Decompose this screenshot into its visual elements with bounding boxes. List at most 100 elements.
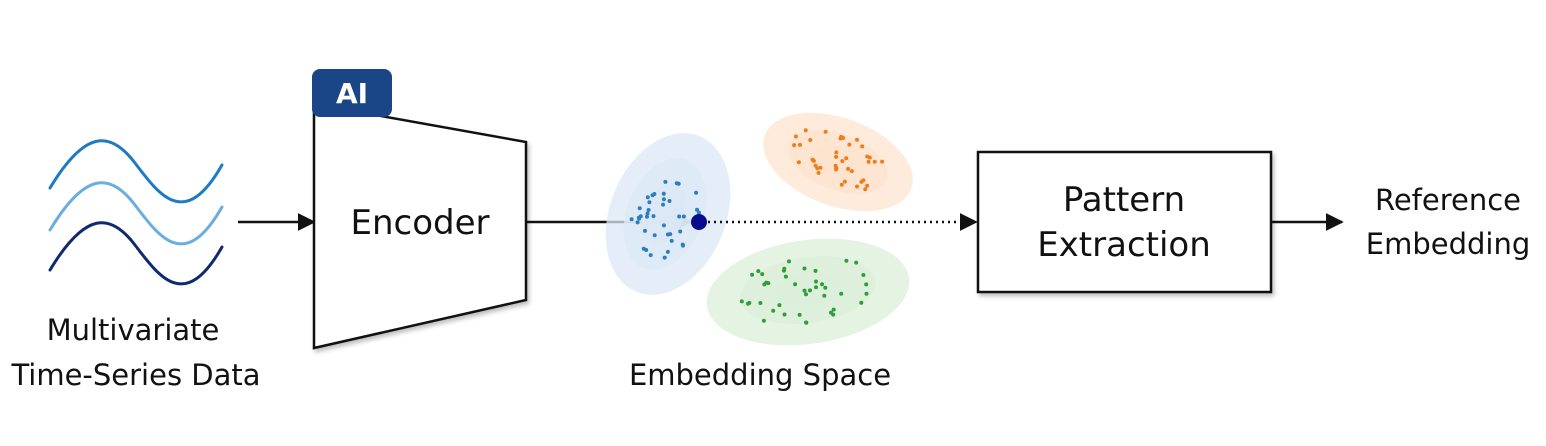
embedding-point-green <box>820 282 824 287</box>
embedding-point-blue <box>665 249 670 254</box>
embedding-point-orange <box>847 142 852 147</box>
embedding-point-orange <box>865 154 870 159</box>
embedding-point-blue <box>661 202 665 207</box>
embedding-point-orange <box>811 158 816 163</box>
embedding-point-orange <box>834 150 839 155</box>
embedding-point-green <box>758 301 763 305</box>
embedding-point-green <box>831 312 836 317</box>
pattern-label-line1: Pattern <box>1063 180 1185 220</box>
embedding-point-blue <box>661 223 666 228</box>
cluster-green-halo-inner <box>772 272 844 308</box>
embedding-point-blue <box>669 238 674 243</box>
embedding-point-green <box>777 303 782 308</box>
embedding-point-orange <box>839 134 844 139</box>
cluster-green <box>706 238 910 346</box>
input-label-line2: Time-Series Data <box>10 358 260 392</box>
embedding-space-label: Embedding Space <box>629 358 891 392</box>
embedding-point-blue <box>667 199 672 203</box>
embedding-point-blue <box>662 255 667 260</box>
embedding-point-green <box>797 312 802 317</box>
embedding-point-green <box>844 258 849 263</box>
query-embedding-point <box>691 214 707 230</box>
embedding-point-green <box>802 288 807 293</box>
embedding-point-orange <box>855 137 859 142</box>
cluster-green-points <box>739 258 869 325</box>
cluster-blue <box>605 133 731 295</box>
cluster-blue-halo-inner <box>641 183 687 245</box>
embedding-point-blue <box>674 181 679 186</box>
embedding-point-green <box>804 320 809 325</box>
embedding-point-blue <box>638 214 643 219</box>
embedding-point-blue <box>648 253 653 258</box>
embedding-point-green <box>782 268 786 273</box>
embedding-point-blue <box>695 207 699 212</box>
embedding-point-green <box>750 272 755 277</box>
embedding-point-blue <box>678 229 683 234</box>
embedding-point-blue <box>696 210 701 215</box>
wave-line-1 <box>48 139 224 204</box>
embedding-point-orange <box>793 134 798 139</box>
embedding-point-green <box>747 300 752 305</box>
embedding-point-green <box>756 269 761 274</box>
embedding-point-green <box>864 282 869 287</box>
pattern-label-line2: Extraction <box>1037 225 1211 265</box>
embedding-point-blue <box>635 220 640 225</box>
embedding-point-green <box>804 292 808 297</box>
embedding-point-green <box>760 272 765 277</box>
embedding-point-orange <box>796 160 801 165</box>
embedding-point-blue <box>661 191 666 196</box>
embedding-point-blue <box>645 211 650 216</box>
embedding-point-green <box>793 282 798 287</box>
cluster-orange-points <box>792 128 885 192</box>
embedding-point-blue <box>652 233 657 238</box>
embedding-point-green <box>831 307 836 312</box>
embedding-point-orange <box>792 143 797 148</box>
output-label-line2: Embedding <box>1366 227 1530 261</box>
ai-badge-label: AI <box>336 77 368 110</box>
wave-line-3 <box>48 221 224 286</box>
encoder-label: Encoder <box>350 203 489 243</box>
embedding-point-blue <box>647 200 652 205</box>
embedding-point-blue <box>646 208 651 212</box>
embedding-point-blue <box>652 192 657 196</box>
embedding-point-orange <box>855 184 859 189</box>
ai-badge <box>312 69 392 117</box>
embedding-point-orange <box>808 138 813 142</box>
embedding-point-orange <box>859 179 864 184</box>
embedding-point-orange <box>860 144 865 149</box>
embedding-point-green <box>787 259 791 264</box>
embedding-point-orange <box>880 159 885 164</box>
embedding-point-orange <box>866 159 871 164</box>
embedding-point-orange <box>849 169 854 174</box>
pattern-extraction-block <box>976 150 1273 294</box>
embedding-space <box>605 112 913 346</box>
embedding-point-blue <box>645 214 649 219</box>
embedding-point-green <box>814 279 818 284</box>
embedding-point-orange <box>834 154 839 159</box>
embedding-point-orange <box>842 179 847 184</box>
embedding-point-blue <box>645 195 650 200</box>
time-series-waves-icon <box>48 139 224 286</box>
cluster-blue-points <box>629 179 701 260</box>
encoder-block <box>312 102 528 350</box>
embedding-point-blue <box>644 248 649 252</box>
input-label-line1: Multivariate <box>47 313 220 347</box>
embedding-point-orange <box>834 167 838 172</box>
embedding-point-blue <box>663 179 668 184</box>
embedding-point-green <box>839 291 844 296</box>
embedding-point-orange <box>839 182 844 187</box>
output-label-line1: Reference <box>1375 183 1521 217</box>
embedding-point-blue <box>651 214 656 219</box>
embedding-point-green <box>854 260 859 265</box>
embedding-point-green <box>808 288 812 293</box>
embedding-point-orange <box>872 159 877 164</box>
embedding-point-blue <box>665 232 670 237</box>
embedding-point-orange <box>844 156 849 161</box>
embedding-point-orange <box>818 165 823 170</box>
embedding-point-blue <box>643 228 647 233</box>
embedding-point-orange <box>798 142 802 147</box>
embedding-point-orange <box>813 163 818 168</box>
embedding-point-green <box>823 285 828 290</box>
embedding-point-green <box>771 308 776 313</box>
